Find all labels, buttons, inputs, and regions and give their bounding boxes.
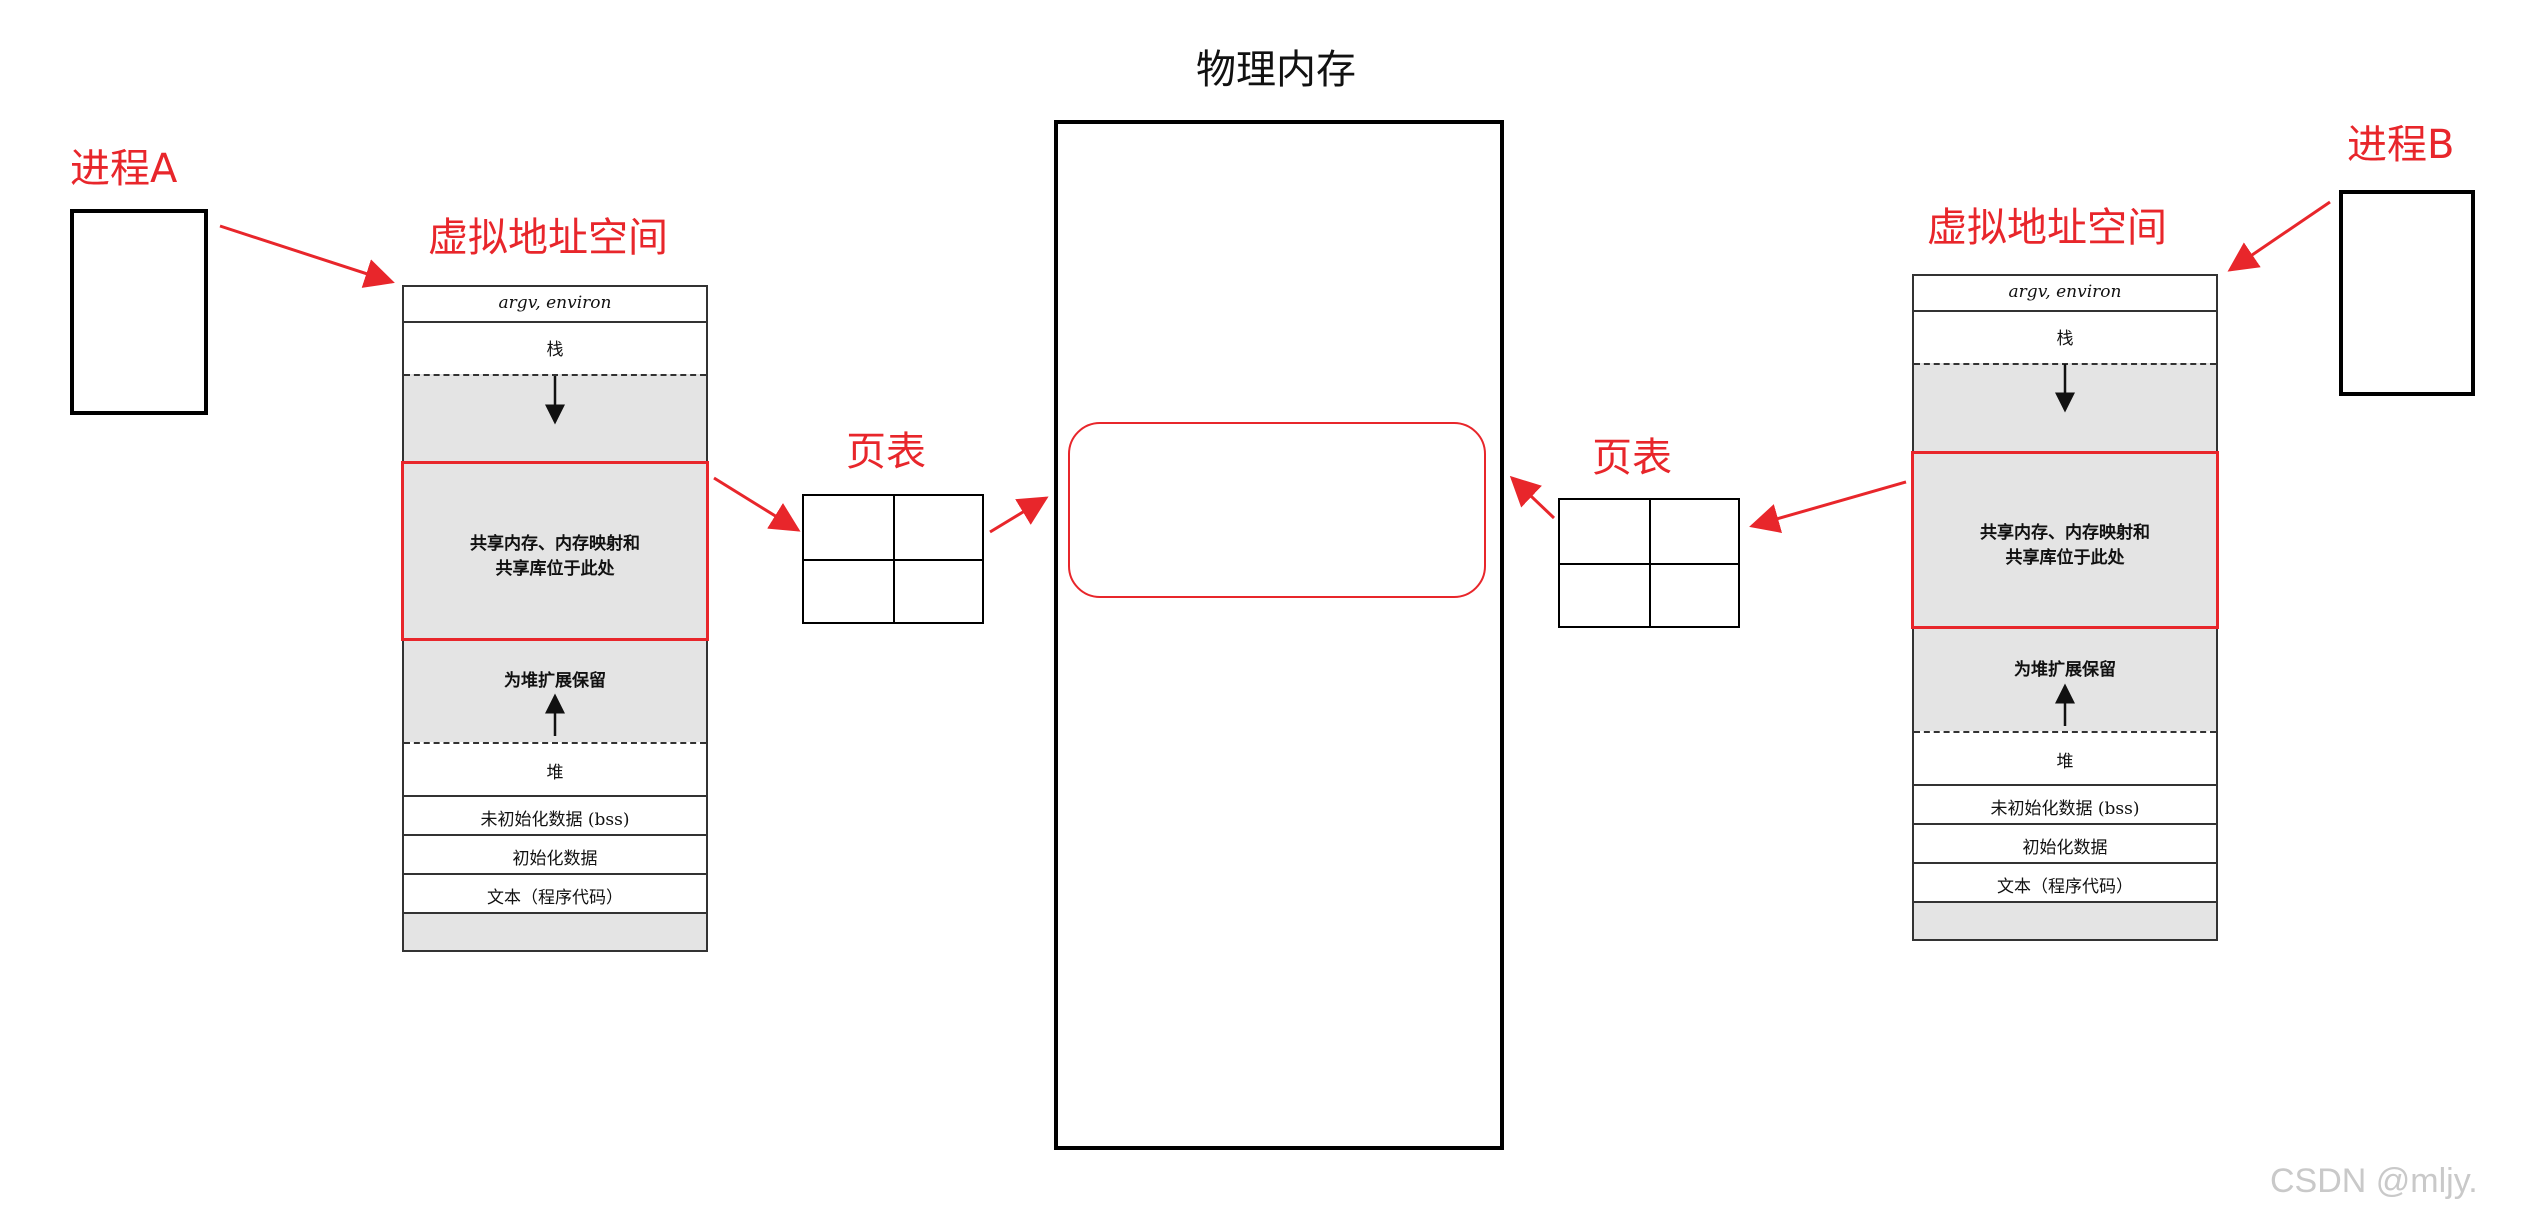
process-a-label: 进程A bbox=[70, 146, 178, 192]
vas-a-argv-segment: argv, environ bbox=[404, 287, 706, 321]
vas-a-heap-segment: 堆 bbox=[404, 742, 706, 795]
page-table-a bbox=[802, 494, 984, 624]
page-table-b-hline bbox=[1560, 563, 1738, 565]
vas-b-heap-reserve-label: 为堆扩展保留 bbox=[2014, 660, 2116, 680]
process-b-box bbox=[2339, 190, 2475, 396]
vas-b-stack-label: 栈 bbox=[2056, 329, 2074, 349]
vas-b-shared-label-2: 共享库位于此处 bbox=[2005, 548, 2125, 568]
watermark-text: CSDN @mljy. bbox=[2270, 1162, 2478, 1200]
vas-b-bss-segment: 未初始化数据 (bss) bbox=[1914, 784, 2216, 823]
vas-a-data-label: 初始化数据 bbox=[512, 849, 598, 869]
page-table-b bbox=[1558, 498, 1740, 628]
vas-a-text-segment: 文本（程序代码） bbox=[404, 873, 706, 912]
vas-b-bss-label: 未初始化数据 (bss) bbox=[1990, 799, 2140, 819]
vas-a-shared-label-2: 共享库位于此处 bbox=[495, 559, 615, 579]
vas-a-stack-segment: 栈 bbox=[404, 321, 706, 374]
vas-a-heap-label: 堆 bbox=[546, 763, 564, 783]
physical-memory-box bbox=[1054, 120, 1504, 1150]
vas-a-shared-highlight bbox=[401, 461, 709, 641]
vas-b-argv-segment: argv, environ bbox=[1914, 276, 2216, 310]
vas-a-shared-segment: 共享内存、内存映射和 共享库位于此处 bbox=[404, 464, 706, 646]
vas-a-argv-label: argv, environ bbox=[498, 293, 612, 313]
arrow-process-b-to-vas-b bbox=[2227, 200, 2331, 272]
vas-b-data-segment: 初始化数据 bbox=[1914, 823, 2216, 862]
arrow-page-table-a-to-physical bbox=[989, 496, 1049, 534]
page-table-a-hline bbox=[804, 559, 982, 561]
vas-b-heap-label: 堆 bbox=[2056, 752, 2074, 772]
vas-b-stack-segment: 栈 bbox=[1914, 310, 2216, 363]
process-a-box bbox=[70, 209, 208, 415]
vas-b-heap-segment: 堆 bbox=[1914, 731, 2216, 784]
vas-b-text-segment: 文本（程序代码） bbox=[1914, 862, 2216, 901]
vas-a-column: argv, environ 栈 共享内存、内存映射和 共享库位于此处 为堆扩展保… bbox=[402, 285, 708, 952]
vas-b-text-label: 文本（程序代码） bbox=[1997, 877, 2133, 897]
arrow-vas-b-to-page-table-b bbox=[1749, 480, 1907, 534]
vas-b-shared-highlight bbox=[1911, 451, 2219, 629]
page-table-b-label: 页表 bbox=[1592, 435, 1672, 481]
arrow-vas-a-to-page-table-a bbox=[713, 476, 801, 532]
arrow-process-a-to-vas-a bbox=[219, 224, 395, 288]
page-table-a-label: 页表 bbox=[846, 429, 926, 475]
arrow-page-table-b-to-physical bbox=[1509, 475, 1556, 520]
process-b-label: 进程B bbox=[2347, 122, 2455, 168]
vas-a-heap-reserve-label: 为堆扩展保留 bbox=[504, 671, 606, 691]
vas-b-data-label: 初始化数据 bbox=[2022, 838, 2108, 858]
vas-a-data-segment: 初始化数据 bbox=[404, 834, 706, 873]
vas-a-text-label: 文本（程序代码） bbox=[487, 888, 623, 908]
vas-a-bottom-segment bbox=[404, 912, 706, 950]
vas-b-bottom-segment bbox=[1914, 901, 2216, 939]
vas-a-bss-segment: 未初始化数据 (bss) bbox=[404, 795, 706, 834]
vas-b-shared-label: 共享内存、内存映射和 bbox=[1980, 523, 2150, 543]
physical-memory-shared-region bbox=[1068, 422, 1486, 598]
vas-a-bss-label: 未初始化数据 (bss) bbox=[480, 810, 630, 830]
vas-a-shared-label: 共享内存、内存映射和 bbox=[470, 534, 640, 554]
vas-b-title: 虚拟地址空间 bbox=[1927, 205, 2167, 251]
vas-a-title: 虚拟地址空间 bbox=[428, 215, 668, 261]
physical-memory-label: 物理内存 bbox=[1196, 47, 1356, 93]
vas-b-argv-label: argv, environ bbox=[2008, 282, 2122, 302]
vas-b-shared-segment: 共享内存、内存映射和 共享库位于此处 bbox=[1914, 453, 2216, 635]
vas-a-stack-label: 栈 bbox=[546, 340, 564, 360]
